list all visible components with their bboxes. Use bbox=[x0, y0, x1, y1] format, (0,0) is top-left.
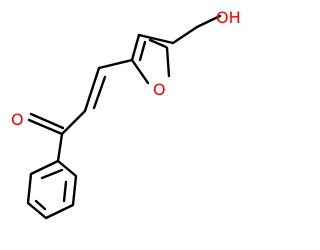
furan-double-bond-inner-2 bbox=[148, 38, 168, 49]
bond-carbonyl-double bbox=[27, 118, 64, 136]
bond-vinyl-double-inner bbox=[92, 75, 107, 110]
bond-carbonyl-double-inner bbox=[29, 112, 65, 130]
bond-ch2-oh bbox=[195, 14, 222, 29]
molecule-canvas: OH O O bbox=[11, 8, 241, 220]
enone-chain: O bbox=[11, 58, 134, 163]
carbonyl-oxygen-label: O bbox=[11, 110, 24, 129]
bond-vinyl-carbonyl bbox=[60, 109, 87, 136]
bond-ring-vinyl bbox=[97, 58, 134, 70]
furan-oxygen-label: O bbox=[153, 80, 166, 99]
furan-ring: O bbox=[130, 33, 175, 99]
phenyl-outer-ring bbox=[26, 159, 78, 220]
furan-bond-c1-c2 bbox=[130, 33, 141, 62]
molecule-structure: OH O O bbox=[11, 8, 241, 220]
furan-bond-c3-c4 bbox=[137, 33, 175, 45]
phenyl-inner-bond-3 bbox=[34, 199, 47, 211]
hydroxymethyl-group: OH bbox=[171, 8, 241, 45]
phenyl-ring bbox=[26, 159, 78, 220]
bond-vinyl-double bbox=[83, 66, 101, 113]
furan-bond-o-c1 bbox=[130, 58, 150, 85]
phenyl-inner-bond-2 bbox=[62, 180, 68, 203]
hydroxyl-label: OH bbox=[216, 8, 241, 27]
furan-double-bond-inner-1 bbox=[138, 40, 147, 62]
bond-carbonyl-phenyl bbox=[56, 132, 64, 163]
phenyl-inner-bond-1 bbox=[40, 168, 64, 180]
furan-bond-c4-o bbox=[165, 46, 171, 78]
bond-ring-ch2 bbox=[171, 25, 199, 45]
